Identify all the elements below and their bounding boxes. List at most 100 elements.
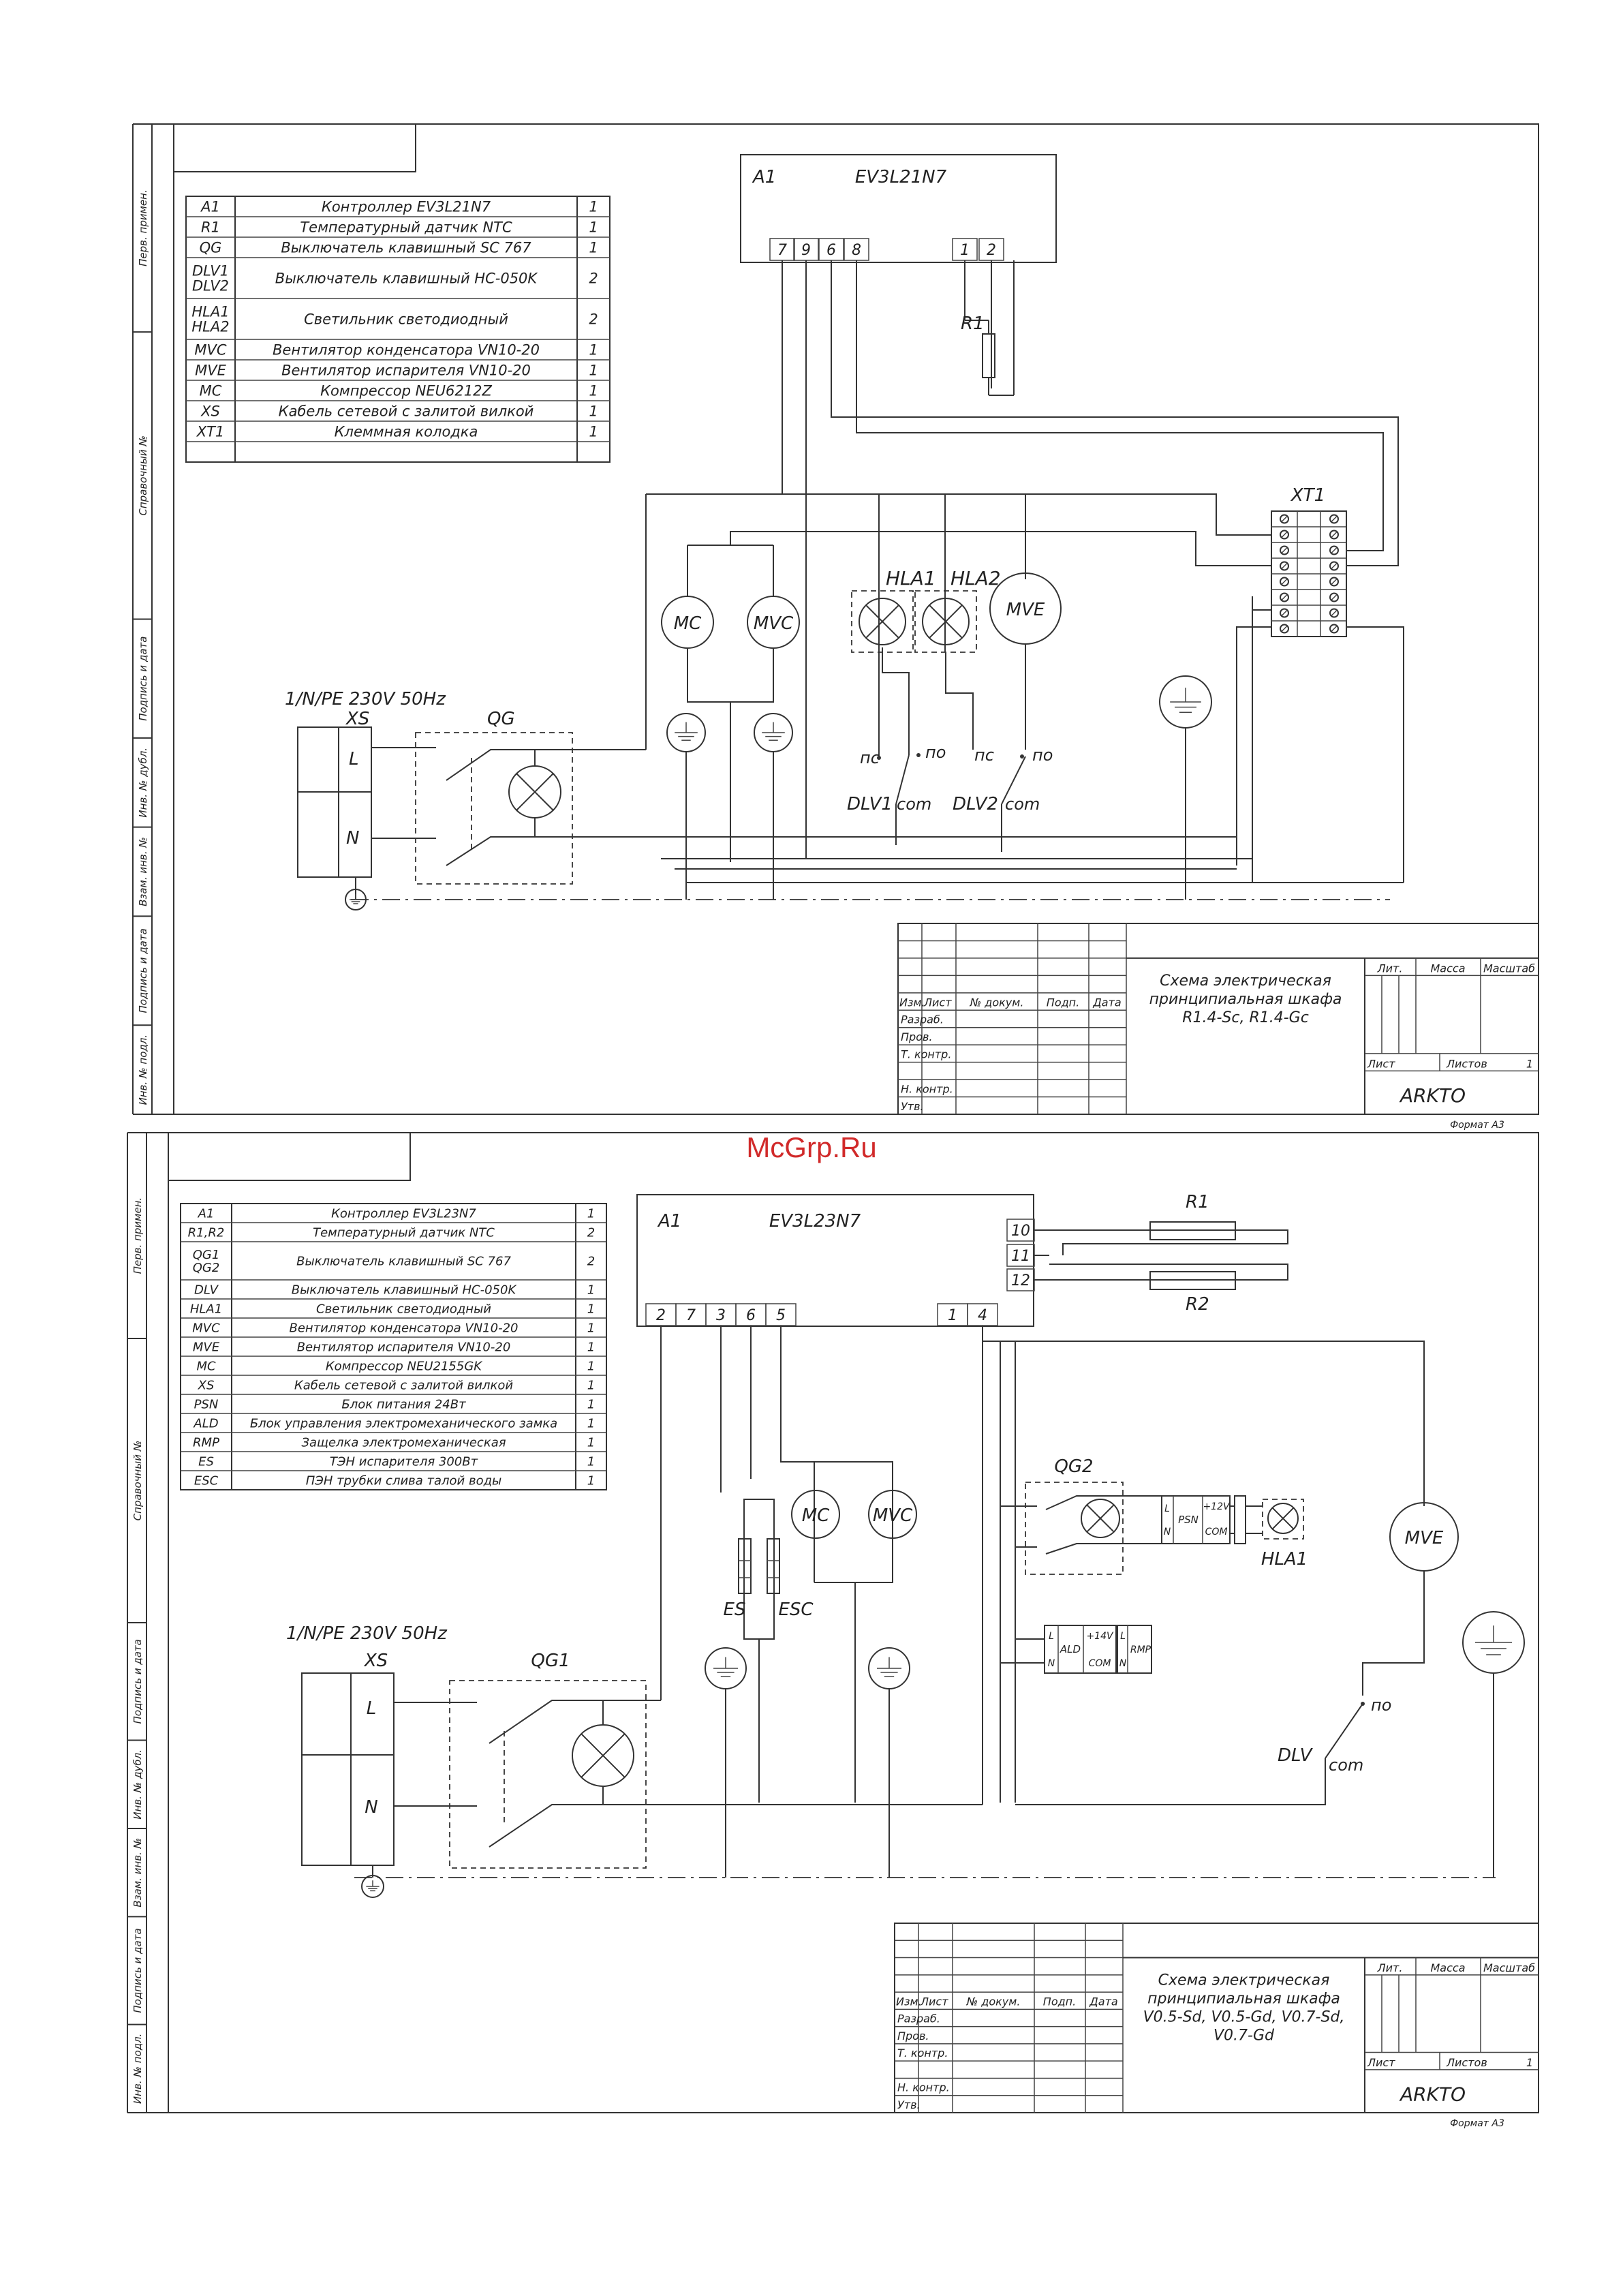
heater-esc — [767, 1538, 780, 1594]
stamp-role: Пров. — [901, 1030, 933, 1043]
psn-n-label: N — [1164, 1527, 1171, 1537]
format-label: Формат А3 — [1450, 1120, 1504, 1131]
bom-qty: 1 — [587, 1416, 595, 1430]
compressor-mc-label: MC — [802, 1505, 830, 1526]
plug-xs-label: XS — [345, 709, 369, 729]
sensor-r2-label: R2 — [1186, 1294, 1209, 1315]
bom-ref: PSN — [194, 1397, 219, 1411]
bom-table-sheet2 — [180, 1203, 607, 1490]
bom-name: Выключатель клавишный HC-050K — [275, 270, 539, 286]
stamp-role: Т. контр. — [901, 1048, 951, 1061]
xt1-screw — [1329, 577, 1339, 587]
wire — [1045, 1543, 1162, 1555]
fan-mvc-label: MVC — [873, 1505, 913, 1526]
side-label: Подпись и дата — [137, 637, 149, 721]
xt1-screw — [1280, 624, 1289, 634]
wire — [446, 836, 1237, 866]
bom-ref: DLV2 — [192, 277, 229, 294]
xt1-screw — [1329, 561, 1339, 571]
stamp-meta: 1 — [1526, 1057, 1533, 1070]
bom-name: Вентилятор конденсатора VN10-20 — [290, 1321, 519, 1335]
wire — [856, 260, 1384, 551]
xt1-screw — [1329, 624, 1339, 634]
lock-controller-ald — [1044, 1625, 1117, 1674]
xt1-screw — [1280, 545, 1289, 555]
bom-ref: XS — [200, 403, 220, 419]
side-label: Инв. № дубл. — [132, 1749, 144, 1820]
side-label: Взам. инв. № — [132, 1838, 144, 1908]
stamp-meta: Лит. — [1377, 962, 1403, 975]
side-label: Перв. примен. — [132, 1197, 144, 1274]
lamp-hla2-cross — [929, 604, 963, 639]
bom-name: Кабель сетевой с залитой вилкой — [279, 403, 534, 419]
rmp-l-label: L — [1120, 1631, 1126, 1642]
controller-model: EV3L23N7 — [769, 1211, 861, 1231]
stamp-role: Утв. — [897, 2098, 921, 2111]
bom-name: Кабель сетевой с залитой вилкой — [294, 1378, 513, 1392]
switch-qg2-label: QG2 — [1054, 1456, 1093, 1477]
stamp-role: Н. контр. — [897, 2081, 950, 2094]
stamp — [897, 923, 1539, 1115]
bom-ref: XS — [198, 1378, 215, 1392]
bom-qty: 1 — [587, 1340, 595, 1354]
stamp-header: Лист — [920, 1995, 948, 2008]
rmp-n-label: N — [1119, 1658, 1127, 1669]
side-label: Подпись и дата — [132, 1639, 144, 1724]
compressor-mc — [791, 1490, 840, 1539]
xt1-screw-slot — [1281, 562, 1288, 570]
bom-qty: 1 — [587, 1435, 595, 1450]
fan-mvc-label: MVC — [754, 613, 794, 634]
stamp-header: № докум. — [966, 1995, 1021, 2008]
plug-xs — [297, 726, 372, 878]
switch-qg1-frame — [449, 1680, 647, 1869]
psn-label: PSN — [1178, 1514, 1199, 1526]
bom-name: Вентилятор испарителя VN10-20 — [297, 1340, 511, 1354]
xt1-screw-slot — [1331, 609, 1338, 617]
side-label: Подпись и дата — [137, 928, 149, 1013]
bom-name: ПЭН трубки слива талой воды — [306, 1473, 502, 1488]
bom-ref: ES — [198, 1454, 214, 1469]
sheet-frame — [168, 1132, 1539, 2113]
controller-terminal-label: 1 — [948, 1307, 957, 1324]
wire — [1015, 1758, 1326, 1805]
stamp-meta: Масштаб — [1483, 962, 1535, 975]
wire — [780, 1326, 893, 1513]
wire — [730, 531, 1271, 566]
bom-qty: 2 — [587, 1254, 595, 1268]
stamp — [894, 1923, 1539, 2113]
controller-model: EV3L21N7 — [855, 167, 947, 187]
bom-name: Выключатель клавишный SC 767 — [281, 239, 531, 256]
bom-qty: 1 — [589, 423, 598, 440]
bom-table-sheet1 — [185, 196, 610, 463]
dlv-label: DLV — [1278, 1745, 1314, 1766]
bom-name: Контроллер EV3L21N7 — [322, 198, 491, 215]
dlv2-no-label: по — [1032, 746, 1053, 765]
xt1-screw-slot — [1331, 531, 1338, 538]
wire — [814, 1513, 893, 1583]
xt1-screw — [1329, 545, 1339, 555]
bom-name: Блок питания 24Вт — [341, 1397, 466, 1411]
wire — [1346, 626, 1404, 883]
stamp-role: Пров. — [897, 2030, 929, 2042]
sheet-frame — [173, 123, 1539, 1115]
bom-qty: 1 — [587, 1454, 595, 1469]
stamp-role: Т. контр. — [897, 2047, 948, 2060]
bom-name: Защелка электромеханическая — [301, 1435, 506, 1450]
controller-terminal-label: 2 — [656, 1307, 666, 1324]
bom-ref: QG2 — [193, 1261, 220, 1275]
stamp-role: Разраб. — [901, 1013, 944, 1026]
sensor-r1-sheet2 — [1149, 1221, 1236, 1240]
bom-ref: A1 — [200, 198, 220, 215]
controller-terminal-label: 1 — [960, 242, 970, 259]
ground-pe-sheet2 — [361, 1875, 384, 1898]
bom-qty: 1 — [589, 403, 598, 419]
xt1-screw-slot — [1331, 562, 1338, 570]
bom-name: Светильник светодиодный — [304, 311, 508, 327]
controller-terminal-label: 6 — [826, 242, 836, 259]
bom-name: Светильник светодиодный — [316, 1302, 491, 1316]
xt1-screw — [1329, 592, 1339, 602]
bom-qty: 1 — [587, 1473, 595, 1488]
xt1-screw-slot — [1331, 578, 1338, 585]
xt1-screw-slot — [1331, 594, 1338, 601]
switch-qg-frame — [415, 732, 573, 885]
